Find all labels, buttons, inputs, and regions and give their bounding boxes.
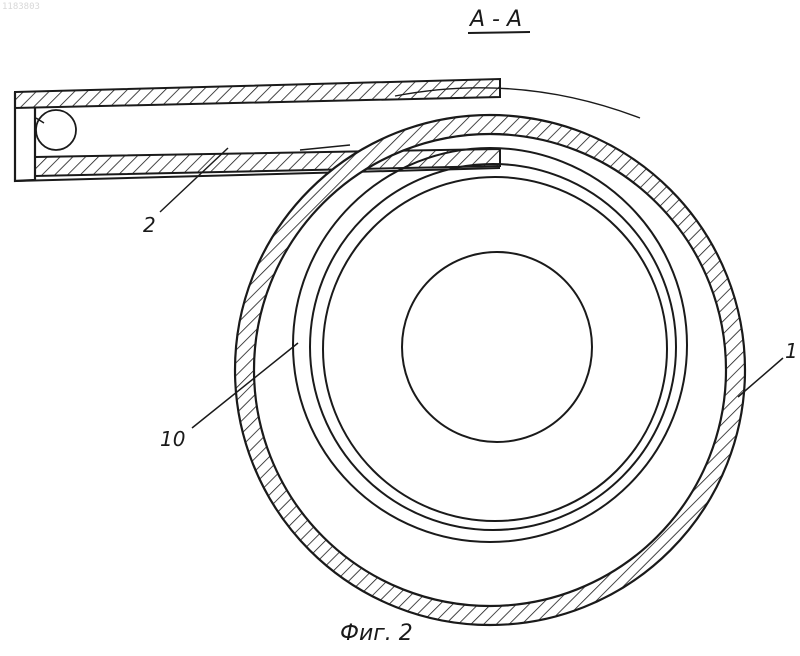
pipe-channel-entry — [300, 145, 350, 150]
pipe-upper-wall — [15, 79, 500, 108]
callout-pipe: 2 — [143, 213, 156, 237]
pipe-opening-circle — [36, 110, 76, 150]
section-label-underline — [468, 32, 530, 33]
section-label: А - А — [468, 7, 522, 32]
callout-housing: 1 — [785, 339, 798, 363]
archive-stamp: 1183803 — [2, 2, 40, 12]
inner-ring — [323, 177, 667, 521]
callout-ring: 10 — [160, 427, 185, 451]
central-bore — [402, 252, 592, 442]
outer-inner-ring — [293, 148, 687, 542]
pipe-lower-wall — [35, 149, 500, 176]
figure-caption: Фиг. 2 — [340, 621, 413, 646]
middle-ring — [310, 164, 676, 530]
